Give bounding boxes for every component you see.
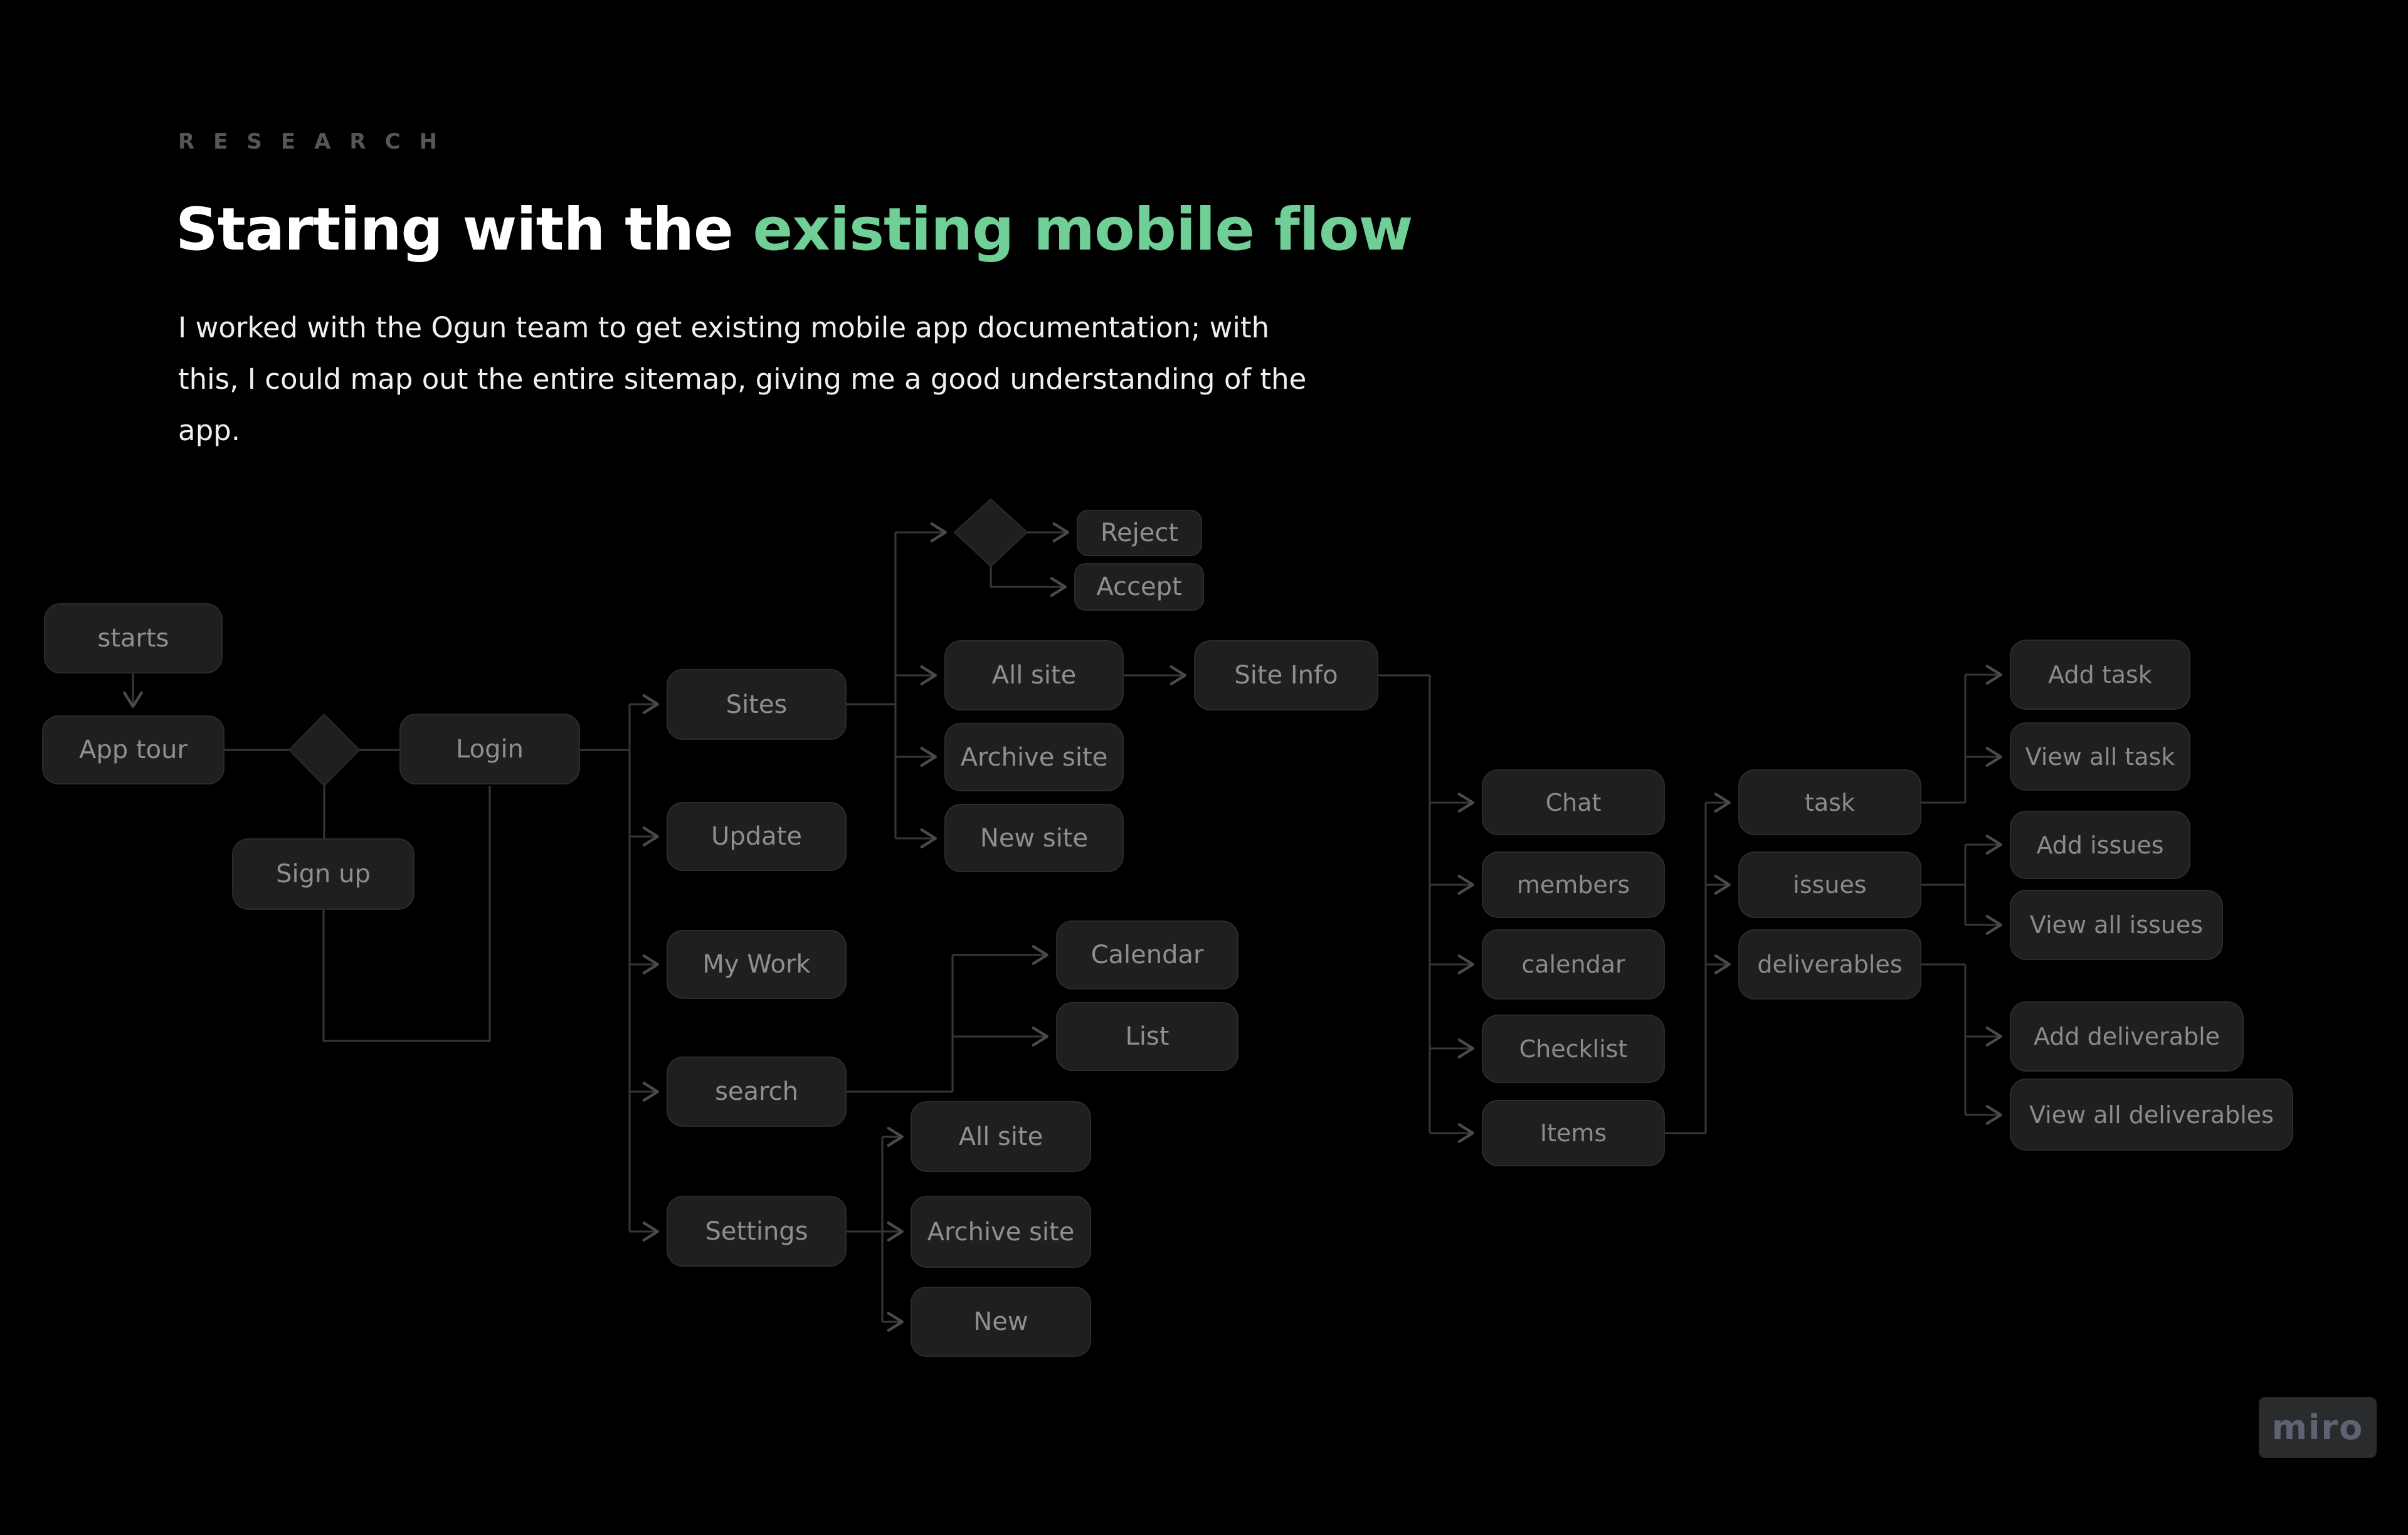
node-label: Archive site — [960, 742, 1108, 772]
node-label: Reject — [1100, 519, 1178, 547]
node-label: Login — [456, 734, 524, 764]
node-label: Sites — [726, 690, 788, 719]
node-label: All site — [991, 661, 1077, 690]
flow-node-sign-up[interactable]: Sign up — [232, 838, 415, 910]
flow-node-add-task[interactable]: Add task — [2010, 640, 2190, 710]
flow-node-login[interactable]: Login — [399, 714, 580, 784]
node-label: View all task — [2025, 742, 2175, 771]
node-label: calendar — [1521, 951, 1625, 978]
node-label: starts — [97, 624, 169, 653]
node-label: All site — [958, 1122, 1043, 1151]
flow-node-deliverables[interactable]: deliverables — [1738, 929, 1921, 1000]
node-label: issues — [1793, 871, 1867, 899]
flow-node-task[interactable]: task — [1738, 769, 1921, 835]
node-label: members — [1516, 871, 1630, 899]
node-label: New site — [980, 823, 1089, 853]
flow-node-checklist[interactable]: Checklist — [1482, 1015, 1665, 1083]
flow-node-settings[interactable]: Settings — [667, 1196, 847, 1267]
node-label: Checklist — [1519, 1035, 1628, 1063]
flow-node-new-bottom[interactable]: New — [911, 1287, 1091, 1357]
flow-node-app-tour[interactable]: App tour — [42, 715, 224, 784]
flow-node-list-view[interactable]: List — [1056, 1002, 1238, 1071]
node-label: Add task — [2048, 661, 2152, 688]
flow-node-add-deliverable[interactable]: Add deliverable — [2010, 1001, 2244, 1072]
flow-node-starts[interactable]: starts — [44, 603, 223, 673]
flow-node-sites[interactable]: Sites — [667, 669, 847, 740]
section-eyebrow: RESEARCH — [178, 129, 457, 154]
node-label: Chat — [1545, 788, 1602, 816]
node-label: Settings — [705, 1216, 808, 1246]
node-label: My Work — [702, 950, 811, 979]
flow-node-search[interactable]: search — [667, 1057, 847, 1127]
node-label: search — [715, 1077, 798, 1106]
miro-logo-watermark[interactable]: miro — [2259, 1397, 2377, 1458]
flow-node-reject[interactable]: Reject — [1077, 510, 1202, 556]
intro-paragraph-line: this, I could map out the entire sitemap… — [178, 362, 1307, 396]
intro-paragraph-line: app. — [178, 414, 241, 447]
flow-node-site-info[interactable]: Site Info — [1194, 640, 1378, 710]
flow-node-issues[interactable]: issues — [1738, 852, 1921, 918]
flow-node-items[interactable]: Items — [1482, 1100, 1665, 1166]
node-label: Add issues — [2036, 831, 2164, 859]
flow-node-view-all-issues[interactable]: View all issues — [2010, 890, 2223, 960]
page-title-prefix: Starting with the — [176, 196, 753, 264]
flow-node-calendar[interactable]: calendar — [1482, 929, 1665, 1000]
flow-node-all-site-bottom[interactable]: All site — [911, 1101, 1091, 1172]
node-label: App tour — [79, 736, 187, 764]
flow-node-accept[interactable]: Accept — [1074, 563, 1204, 611]
node-label: List — [1125, 1022, 1170, 1051]
page-title: Starting with the existing mobile flow — [176, 196, 1413, 264]
flow-node-add-issues[interactable]: Add issues — [2010, 811, 2190, 879]
flow-node-calendar-view[interactable]: Calendar — [1056, 920, 1238, 989]
flow-node-update[interactable]: Update — [667, 802, 847, 871]
node-label: Add deliverable — [2033, 1023, 2221, 1050]
intro-paragraph: I worked with the Ogun team to get exist… — [178, 302, 1306, 456]
node-label: Site Info — [1234, 661, 1338, 690]
decision-diamond-auth[interactable] — [288, 713, 361, 787]
flow-node-view-all-task[interactable]: View all task — [2010, 722, 2190, 791]
flow-node-archive-site-top[interactable]: Archive site — [944, 723, 1124, 791]
flow-node-all-site-top[interactable]: All site — [944, 640, 1124, 710]
flow-node-archive-site-bottom[interactable]: Archive site — [911, 1196, 1091, 1268]
node-label: Archive site — [927, 1217, 1075, 1247]
node-label: View all issues — [2029, 911, 2204, 939]
node-label: Update — [711, 822, 802, 851]
node-label: Calendar — [1090, 941, 1204, 969]
node-label: task — [1805, 788, 1855, 816]
decision-diamond-site[interactable] — [953, 498, 1028, 567]
flow-node-members[interactable]: members — [1482, 852, 1665, 918]
intro-paragraph-line: I worked with the Ogun team to get exist… — [178, 311, 1270, 344]
node-label: Items — [1539, 1119, 1607, 1147]
page-title-highlight: existing mobile flow — [752, 196, 1413, 264]
node-label: New — [973, 1307, 1028, 1336]
node-label: Sign up — [276, 860, 371, 889]
flow-node-view-all-deliverables[interactable]: View all deliverables — [2010, 1079, 2293, 1151]
node-label: View all deliverables — [2029, 1100, 2274, 1129]
flow-node-my-work[interactable]: My Work — [667, 930, 847, 999]
flow-node-new-site[interactable]: New site — [944, 804, 1124, 872]
miro-logo-label: miro — [2271, 1408, 2364, 1447]
node-label: deliverables — [1757, 951, 1903, 978]
node-label: Accept — [1096, 572, 1182, 601]
flow-node-chat[interactable]: Chat — [1482, 769, 1665, 835]
